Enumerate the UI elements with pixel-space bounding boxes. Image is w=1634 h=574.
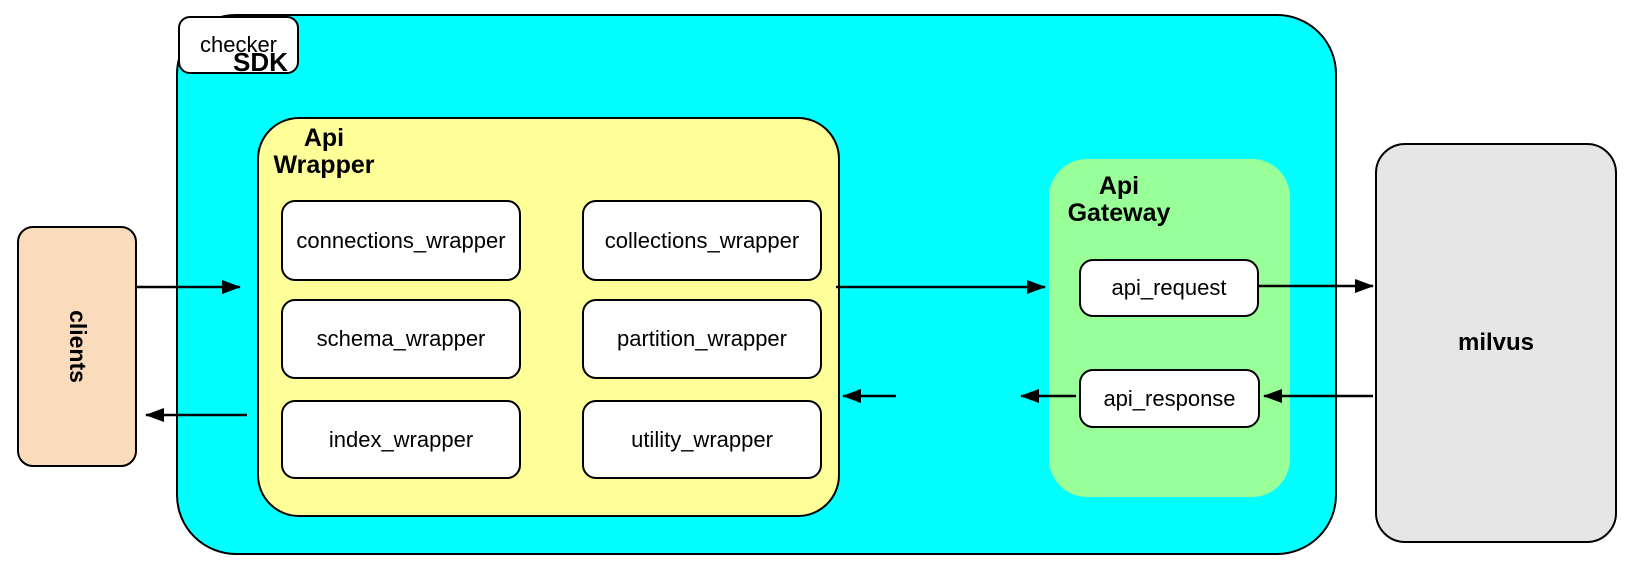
api-request-node: api_request [1079, 259, 1259, 317]
partition-wrapper-node: partition_wrapper [582, 299, 822, 379]
schema-wrapper-node: schema_wrapper [281, 299, 521, 379]
milvus-node: milvus [1375, 143, 1617, 543]
connections-wrapper-node: connections_wrapper [281, 200, 521, 281]
utility-wrapper-node: utility_wrapper [582, 400, 822, 479]
api-wrapper-label: Api Wrapper [273, 124, 375, 179]
sdk-container: SDK Api Wrapper connections_wrapper coll… [176, 14, 1337, 555]
sdk-label: SDK [233, 47, 288, 77]
api-wrapper-container: Api Wrapper connections_wrapper collecti… [257, 117, 840, 517]
milvus-label: milvus [1457, 329, 1535, 356]
api-gateway-label: Api Gateway [1067, 172, 1171, 227]
collections-wrapper-node: collections_wrapper [582, 200, 822, 281]
checker-node: checker [178, 16, 299, 74]
clients-node: clients [17, 226, 137, 467]
api-response-node: api_response [1079, 369, 1260, 428]
index-wrapper-node: index_wrapper [281, 400, 521, 479]
api-gateway-container: Api Gateway api_request api_response [1049, 159, 1290, 497]
clients-label: clients [64, 310, 91, 383]
